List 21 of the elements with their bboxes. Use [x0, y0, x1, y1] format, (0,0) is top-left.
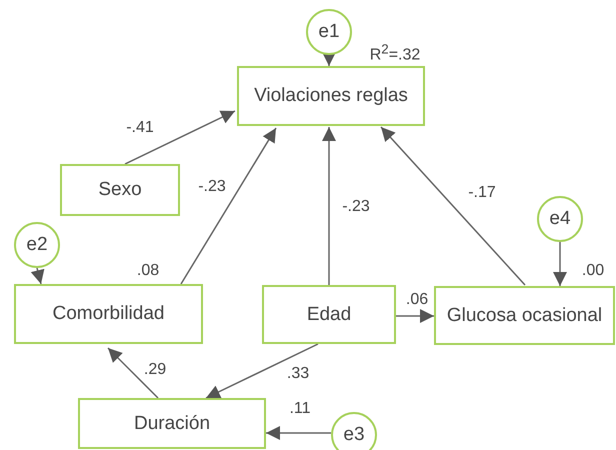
variable-box: Sexo: [60, 164, 180, 216]
error-circle: e1: [306, 9, 352, 55]
arrow: [396, 309, 434, 323]
arrow: [322, 127, 336, 285]
error-circle: e3: [331, 412, 377, 450]
variable-box: Violaciones reglas: [237, 66, 425, 126]
arrow: [30, 268, 44, 284]
error-circle: e2: [14, 222, 60, 268]
arrow: [553, 242, 567, 286]
arrow: [322, 52, 336, 66]
arrow: [266, 426, 331, 440]
variable-box: Glucosa ocasional: [434, 286, 615, 345]
variable-box: Duración: [78, 398, 266, 449]
arrow: [380, 126, 526, 286]
arrow: [206, 343, 318, 399]
variable-box: Edad: [262, 285, 396, 344]
error-circle: e4: [537, 196, 583, 242]
variable-box: Comorbilidad: [14, 284, 203, 344]
arrow: [180, 128, 277, 284]
arrow: [124, 110, 236, 165]
arrow: [107, 347, 159, 399]
